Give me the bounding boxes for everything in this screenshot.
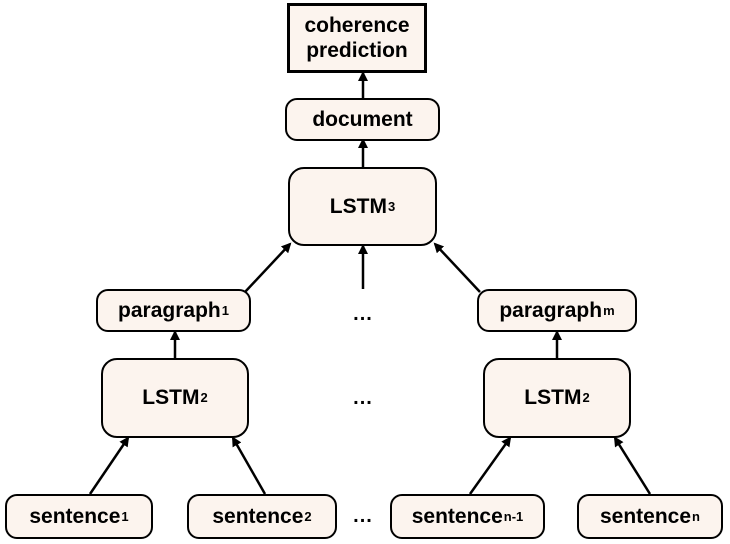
lstm2-right-label: LSTM — [524, 386, 582, 410]
lstm2-right-subscript: 2 — [582, 390, 590, 406]
arrow-sentence2-to-lstm2-left — [231, 436, 267, 495]
paragraph1-subscript: 1 — [221, 302, 229, 318]
paragraphm-subscript: m — [603, 302, 615, 318]
lstm3-label: LSTM — [329, 194, 387, 218]
arrow-sentencen1-to-lstm2-right — [468, 436, 512, 495]
sentence2-label: sentence — [212, 504, 304, 528]
coherence-prediction-line1: coherence — [304, 13, 410, 37]
ellipsis-paragraph-row: ... — [353, 303, 373, 325]
sentence-n-subscript: n — [692, 508, 700, 524]
lstm2-left-subscript: 2 — [200, 390, 208, 406]
arrow-sentence1-to-lstm2-left — [88, 436, 130, 495]
sentence1-label: sentence — [29, 504, 121, 528]
ellipsis-lstm-row: ... — [353, 387, 373, 409]
document-label: document — [312, 107, 413, 131]
paragraph1-label: paragraph — [118, 298, 221, 322]
document-node: document — [285, 98, 440, 141]
ellipsis-sentence-row: ... — [353, 505, 373, 527]
paragraphm-label: paragraph — [499, 298, 603, 322]
sentence-n-minus-1-label: sentence — [411, 504, 503, 528]
lstm3-subscript: 3 — [387, 198, 396, 214]
sentence2-subscript: 2 — [304, 508, 312, 524]
arrow-sentencen-to-lstm2-right — [613, 436, 652, 495]
coherence-prediction-line2: prediction — [306, 39, 408, 62]
sentence1-subscript: 1 — [121, 508, 129, 524]
sentence-n-label: sentence — [600, 504, 692, 528]
coherence-prediction-box: coherence prediction — [287, 3, 427, 73]
arrow-paragraphm-to-lstm3 — [433, 242, 481, 293]
arrow-paragraph1-to-lstm3 — [244, 242, 292, 293]
sentence-n-minus-1-subscript: n-1 — [503, 508, 524, 524]
lstm2-left-label: LSTM — [142, 386, 200, 410]
